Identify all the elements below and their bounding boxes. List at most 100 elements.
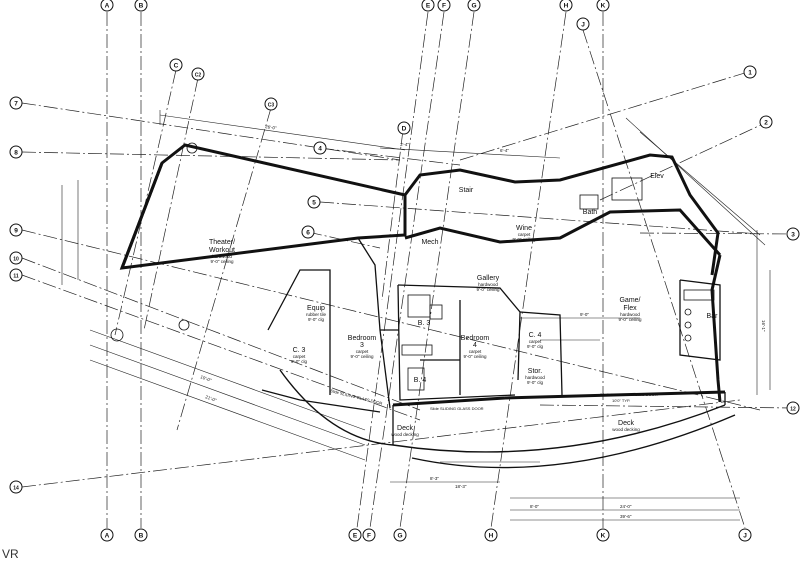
svg-text:39'-6": 39'-6" — [620, 514, 632, 519]
svg-text:D: D — [402, 126, 407, 133]
svg-text:Mech: Mech — [421, 239, 438, 246]
bubble-k-top: K — [596, 0, 610, 12]
room-elev: Elev — [650, 173, 664, 180]
bubble-c3-top: C3 — [264, 97, 278, 111]
svg-text:Stor.: Stor. — [528, 368, 542, 375]
room-bath1: Bath — [583, 209, 598, 216]
room-bar: Bar — [707, 313, 719, 320]
svg-text:carpet: carpet — [529, 339, 542, 344]
bubble-h-top: H — [559, 0, 573, 12]
svg-text:C2: C2 — [195, 73, 202, 79]
svg-text:9'-0" ceiling: 9'-0" ceiling — [464, 354, 487, 359]
svg-text:Slide SLIDING GLASS DOOR: Slide SLIDING GLASS DOOR — [330, 388, 383, 406]
svg-text:carpet: carpet — [469, 349, 482, 354]
bubble-g-top: G — [467, 0, 481, 12]
bubble-row-5: 5 — [307, 195, 321, 209]
svg-text:9'-0": 9'-0" — [580, 312, 589, 317]
room-mech: Mech — [421, 239, 438, 246]
svg-text:9'-0" clg: 9'-0" clg — [527, 380, 543, 385]
room-bedroom3: Bedroom 3 carpet 9'-0" ceiling — [348, 335, 377, 359]
bubble-row-3: 3 — [786, 227, 800, 241]
row-bubbles: 7 8 9 10 11 14 4 5 6 1 2 3 12 — [9, 65, 800, 494]
bubble-g-bottom: G — [393, 528, 407, 542]
svg-text:2: 2 — [764, 120, 768, 127]
svg-text:9'-0" ceiling: 9'-0" ceiling — [513, 237, 536, 242]
bubble-j-top: J — [576, 17, 590, 31]
svg-text:C. 4: C. 4 — [529, 332, 542, 339]
svg-text:E: E — [426, 3, 431, 10]
svg-text:F: F — [367, 533, 371, 540]
svg-text:Workout: Workout — [209, 247, 235, 254]
column-bubbles-top: A B E F G H K J C C2 C3 D — [100, 0, 610, 135]
room-stor: Stor. hardwood 9'-0" clg — [525, 368, 545, 385]
room-equip: Equip rubber tile 9'-0" clg — [306, 305, 327, 322]
svg-text:9'-0" ceiling: 9'-0" ceiling — [477, 287, 500, 292]
svg-text:B: B — [139, 533, 144, 540]
corner-watermark: VR — [2, 547, 19, 561]
bubble-h-bottom: H — [484, 528, 498, 542]
svg-text:3: 3 — [791, 232, 795, 239]
svg-text:E: E — [353, 533, 358, 540]
svg-text:9'-0" clg: 9'-0" clg — [308, 317, 324, 322]
svg-text:C: C — [174, 63, 179, 70]
room-deck-right: Deck wood decking — [612, 420, 640, 432]
bubble-row-1: 1 — [743, 65, 757, 79]
svg-text:Equip: Equip — [307, 305, 325, 312]
svg-text:Deck: Deck — [397, 425, 413, 432]
svg-text:1: 1 — [748, 70, 752, 77]
column-bubbles-bottom: A B E F G H K J — [100, 528, 752, 542]
svg-text:26'-0": 26'-0" — [265, 124, 277, 131]
room-theater: Theater/ Workout hardwood 9'-0" ceiling — [209, 239, 235, 264]
exterior-walls — [119, 143, 726, 413]
svg-text:H: H — [564, 3, 569, 10]
svg-text:Bedroom: Bedroom — [461, 335, 490, 342]
bubble-e-top: E — [421, 0, 435, 12]
room-b4: B. 4 — [414, 377, 427, 384]
svg-text:16'-1": 16'-1" — [761, 320, 766, 332]
bubble-row-11: 11 — [9, 268, 23, 282]
svg-text:9'-0" ceiling: 9'-0" ceiling — [619, 317, 642, 322]
svg-text:10'-0": 10'-0" — [200, 374, 213, 383]
svg-text:12: 12 — [790, 407, 796, 413]
bubble-b-bottom: B — [134, 528, 148, 542]
svg-text:hardwood: hardwood — [620, 312, 640, 317]
svg-text:6'-4": 6'-4" — [500, 148, 509, 153]
bubble-row-6: 6 — [301, 225, 315, 239]
svg-text:carpet: carpet — [518, 232, 531, 237]
bubble-row-8: 8 — [9, 145, 23, 159]
bubble-row-7: 7 — [9, 96, 23, 110]
svg-text:3'-4": 3'-4" — [400, 142, 409, 147]
svg-text:4: 4 — [473, 342, 477, 349]
svg-text:Stair: Stair — [459, 187, 474, 194]
room-wine: Wine carpet 9'-0" ceiling — [513, 225, 536, 242]
svg-text:J: J — [581, 22, 585, 29]
room-labels: Theater/ Workout hardwood 9'-0" ceiling … — [209, 173, 718, 437]
bubble-f-top: F — [437, 0, 451, 12]
fixtures — [110, 142, 715, 391]
svg-text:A: A — [105, 3, 110, 10]
svg-text:B. 3: B. 3 — [418, 320, 431, 327]
bubble-row-9: 9 — [9, 223, 23, 237]
svg-text:Bedroom: Bedroom — [348, 335, 377, 342]
svg-text:Elev: Elev — [650, 173, 664, 180]
bubble-c2-top: C2 — [191, 67, 205, 81]
bubble-row-14: 14 — [9, 480, 23, 494]
svg-text:9'-0" clg: 9'-0" clg — [527, 344, 543, 349]
room-stair: Stair — [459, 187, 474, 194]
svg-text:10'0" TYP.: 10'0" TYP. — [612, 398, 630, 403]
svg-text:carpet: carpet — [356, 349, 369, 354]
svg-text:Bar: Bar — [707, 313, 719, 320]
bubble-row-12: 12 — [786, 401, 800, 415]
svg-text:B. 4: B. 4 — [414, 377, 427, 384]
bubble-row-2: 2 — [759, 115, 773, 129]
svg-text:J: J — [743, 533, 747, 540]
svg-text:Flex: Flex — [623, 305, 637, 312]
bubble-e-bottom: E — [348, 528, 362, 542]
svg-text:rubber tile: rubber tile — [306, 312, 327, 317]
svg-text:B: B — [139, 3, 144, 10]
svg-text:carpet: carpet — [293, 354, 306, 359]
bubble-row-4: 4 — [313, 141, 327, 155]
svg-text:24x8x8 SLIDING GLASS DOOR: 24x8x8 SLIDING GLASS DOOR — [600, 392, 658, 397]
svg-text:A: A — [105, 533, 110, 540]
svg-text:9'-0" clg: 9'-0" clg — [291, 359, 307, 364]
